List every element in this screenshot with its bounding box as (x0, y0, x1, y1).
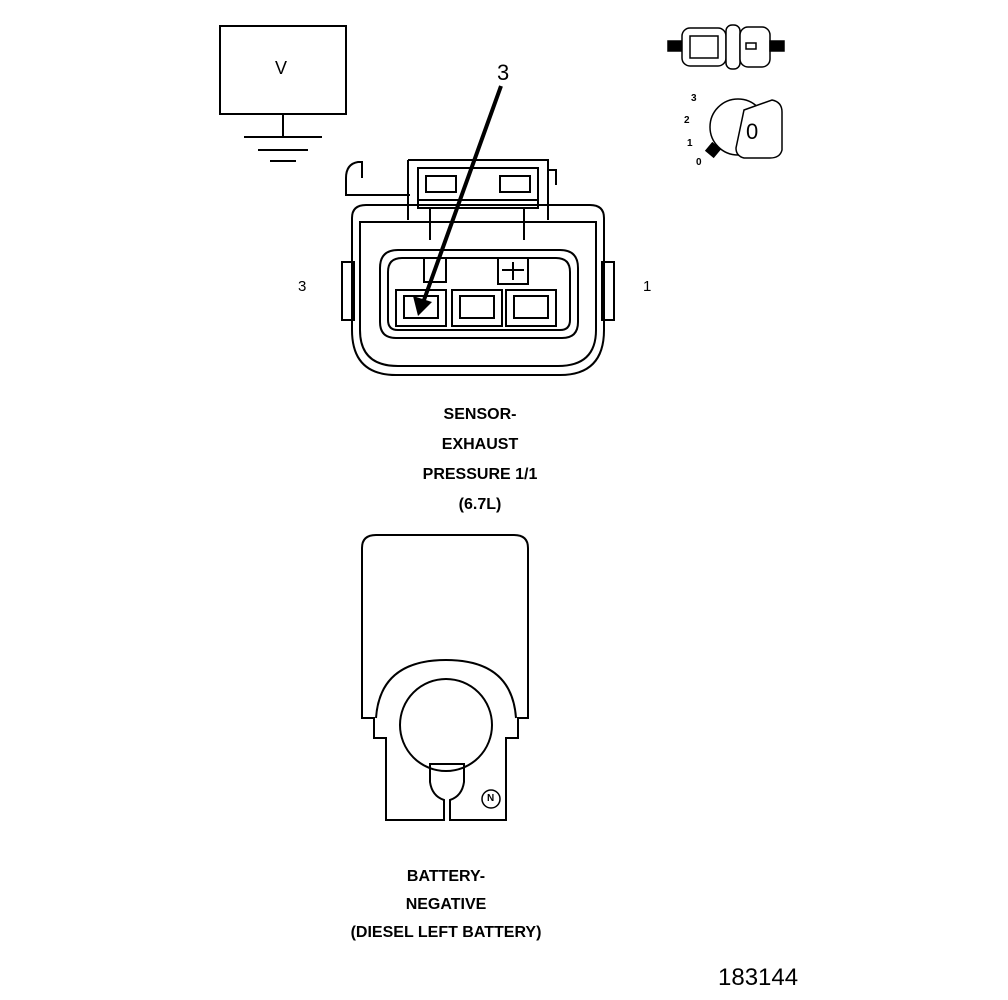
sensor-connector-drawing (341, 159, 615, 376)
battery-terminal-drawing (361, 534, 529, 821)
sensor-caption-line-1: SENSOR- (443, 406, 517, 423)
voltmeter-symbol (219, 25, 347, 162)
ignition-position-1: 1 (687, 138, 693, 149)
voltmeter-label: V (275, 58, 288, 78)
sensor-caption-line-2: EXHAUST (441, 436, 519, 453)
callout-pin-number: 3 (497, 60, 510, 85)
pin-right-label: 1 (643, 278, 652, 295)
battery-negative-badge: N (487, 793, 495, 804)
ignition-position-0: 0 (696, 157, 702, 168)
figure-number: 183144 (718, 964, 799, 991)
ignition-key-label: 0 (746, 119, 759, 144)
ignition-connector-icon (667, 24, 785, 70)
battery-caption-line-2: NEGATIVE (405, 896, 487, 913)
battery-caption-line-1: BATTERY- (406, 868, 486, 885)
sensor-caption-line-3: PRESSURE 1/1 (422, 466, 538, 483)
pin-left-label: 3 (298, 278, 307, 295)
callout-arrow (413, 85, 503, 316)
battery-caption: BATTERY- NEGATIVE (DIESEL LEFT BATTERY) (320, 863, 572, 947)
sensor-caption: SENSOR- EXHAUST PRESSURE 1/1 (6.7L) (380, 400, 580, 520)
ignition-key-icon (704, 98, 783, 159)
battery-caption-line-3: (DIESEL LEFT BATTERY) (350, 924, 542, 941)
ignition-position-2: 2 (684, 115, 690, 126)
ignition-position-3: 3 (691, 93, 697, 104)
sensor-caption-line-4: (6.7L) (458, 496, 502, 513)
